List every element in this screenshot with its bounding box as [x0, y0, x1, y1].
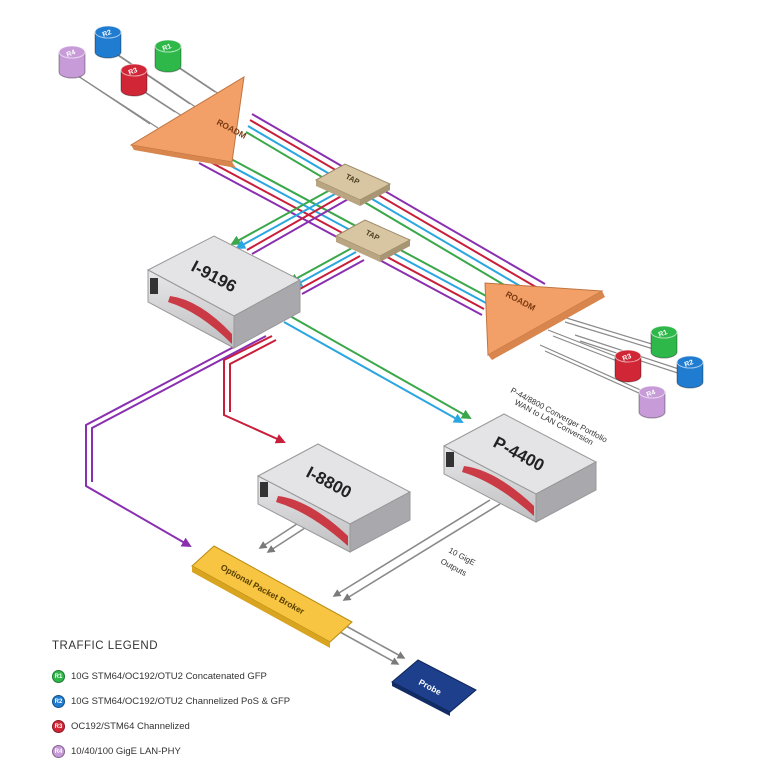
router-body	[676, 361, 704, 389]
router-body	[638, 391, 666, 419]
router-label: R3	[128, 67, 139, 77]
router-label: R4	[66, 49, 77, 59]
i9196-to-p4400-links	[283, 315, 472, 423]
router-body	[154, 45, 182, 73]
p4400-device: P-4400	[442, 413, 598, 523]
router-r4: R4	[638, 385, 666, 419]
legend-swatch: R1	[52, 670, 65, 683]
legend-item: R4 10/40/100 GigE LAN-PHY	[52, 739, 472, 764]
router-r4: R4	[58, 45, 86, 79]
gray-output-links	[258, 499, 501, 665]
router-top	[676, 355, 704, 369]
router-label: R1	[658, 329, 669, 339]
router-r2: R2	[676, 355, 704, 389]
legend-text: OC192/STM64 Channelized	[71, 721, 190, 732]
router-label: R1	[162, 43, 173, 53]
router-top	[154, 39, 182, 53]
router-top	[650, 325, 678, 339]
legend-text: 10/40/100 GigE LAN-PHY	[71, 746, 181, 757]
router-label: R3	[622, 353, 633, 363]
legend-title: TRAFFIC LEGEND	[52, 640, 159, 652]
legend-item: R3 OC192/STM64 Channelized	[52, 714, 472, 739]
router-top	[120, 63, 148, 77]
legend-swatch: R4	[52, 745, 65, 758]
router-top	[614, 349, 642, 363]
tap-lower: TAP	[334, 219, 412, 262]
tap-to-i9196-links	[230, 189, 365, 295]
router-label: R2	[102, 29, 113, 39]
router-body	[120, 69, 148, 97]
legend-item: R2 10G STM64/OC192/OTU2 Channelized PoS &…	[52, 689, 472, 714]
probe: Probe	[391, 659, 477, 716]
legend-text: 10G STM64/OC192/OTU2 Concatenated GFP	[71, 671, 267, 682]
i9196-device: I-9196	[146, 235, 302, 349]
legend-text: 10G STM64/OC192/OTU2 Channelized PoS & G…	[71, 696, 291, 707]
traffic-legend: TRAFFIC LEGEND R1 10G STM64/OC192/OTU2 Co…	[52, 640, 472, 764]
legend-swatch: R2	[52, 695, 65, 708]
router-label: R2	[684, 359, 695, 369]
i9196-to-i8800-link	[223, 335, 286, 444]
roadm-top: ROADM	[129, 76, 248, 168]
packet-broker: Optional Packet Broker	[191, 545, 353, 648]
router-body	[614, 355, 642, 383]
legend-swatch: R3	[52, 720, 65, 733]
router-r1: R1	[154, 39, 182, 73]
router-r3: R3	[614, 349, 642, 383]
router-r3: R3	[120, 63, 148, 97]
i8800-device: I-8800	[256, 443, 412, 553]
router-r1: R1	[650, 325, 678, 359]
i9196-to-broker-link	[85, 331, 263, 547]
roadm-bottom: ROADM	[484, 282, 605, 360]
legend-item: R1 10G STM64/OC192/OTU2 Concatenated GFP	[52, 664, 472, 689]
tap-upper: TAP	[314, 163, 392, 206]
router-body	[650, 331, 678, 359]
router-top	[58, 45, 86, 59]
router-body	[58, 51, 86, 79]
router-top	[94, 25, 122, 39]
router-r2: R2	[94, 25, 122, 59]
router-top	[638, 385, 666, 399]
roadm-trunk	[198, 113, 546, 316]
router-body	[94, 31, 122, 59]
router-label: R4	[646, 389, 657, 399]
